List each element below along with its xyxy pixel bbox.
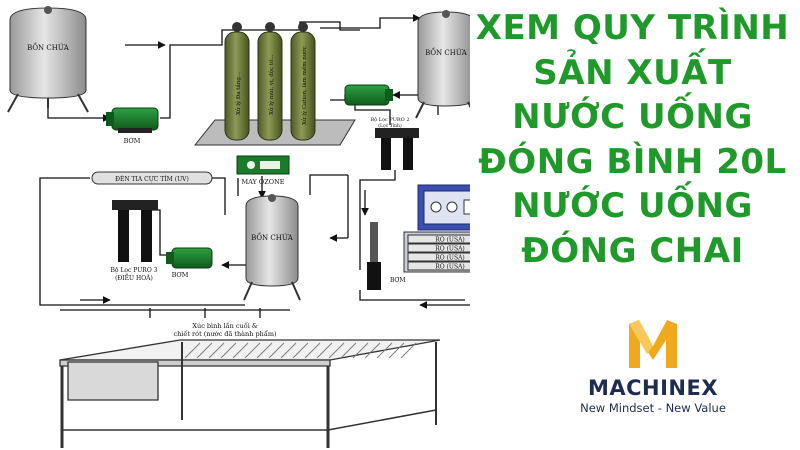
puro-2-sub: (Lọc Tinh) [378,122,402,129]
column-2-label: Xử lý mùi, vị, độc tố... [268,54,275,115]
ro-membrane-3: RO (USA) [407,252,470,262]
ozone-generator: MAY OZONE [236,155,290,186]
tank-1-label: BỒN CHỨA [27,42,70,52]
ro-pump: BƠM [367,222,405,290]
filter-column-2: Xử lý mùi, vị, độc tố... [257,22,283,141]
pump-1-label: BƠM [124,137,141,145]
brand-tagline: New Mindset - New Value [580,401,726,415]
ro-membrane-1: RO (USA) [407,234,470,244]
uv-label: ĐÈN TIA CỰC TÍM (UV) [115,175,189,183]
headline-line-5: NƯỚC UỐNG [512,186,753,226]
rinse-label: Xúc bình lần cuối & [192,321,257,330]
puro-3-sub: (ĐIỀU HOÀ) [115,273,153,282]
water-process-diagram: BỒN CHỨA BƠM Xử lý Đa tầng... Xử lý mùi,… [7,6,470,448]
puro-3-label: Bộ Lọc PURO 3 [111,267,158,274]
pump-2-label: BƠM [172,271,189,279]
ro-system: RO (USA) RO (USA) RO (USA) RO (USA) [403,184,470,273]
puro-2-label: Bộ Lọc PURO 2 [370,116,409,123]
column-3-label: Xử lý Cation, làm mềm nước [300,46,308,125]
puro-3-filter: Bộ Lọc PURO 3 (ĐIỀU HOÀ) [111,200,158,282]
pump-2 [344,84,393,106]
workbench [59,339,441,448]
brand-block: MACHINEX New Mindset - New Value [568,318,738,415]
headline-line-6: ĐÓNG CHAI [521,230,744,271]
ro-membrane-4: RO (USA) [407,261,470,271]
uv-lamp: ĐÈN TIA CỰC TÍM (UV) [91,171,213,185]
svg-text:RO (USA): RO (USA) [435,264,465,271]
tank-2-label: BỒN CHỨA [425,47,468,57]
tank-3: BỒN CHỨA [243,194,301,301]
pump-1: BƠM [106,107,159,145]
ro-membrane-2: RO (USA) [407,243,470,253]
pump-3-label: BƠM [390,277,405,284]
svg-text:RO (USA): RO (USA) [435,237,465,244]
puro-2-filter: Bộ Lọc PURO 2 (Lọc Tinh) [370,116,419,170]
headline: XEM QUY TRÌNH SẢN XUẤT NƯỚC UỐNG ĐÓNG BÌ… [470,6,795,273]
pump-3: BƠM [166,247,213,279]
filter-column-3: Xử lý Cation, làm mềm nước [290,22,316,141]
headline-line-1: XEM QUY TRÌNH [475,8,790,48]
ozone-label: MAY OZONE [241,178,284,186]
filter-column-1: Xử lý Đa tầng... [224,22,250,141]
tank-1: BỒN CHỨA [7,6,89,113]
fill-label: chiết rót (nước đã thành phẩm) [173,329,277,338]
brand-name: MACHINEX [587,376,719,400]
svg-text:RO (USA): RO (USA) [435,246,465,253]
headline-line-2: SẢN XUẤT [533,52,732,93]
tank-3-label: BỒN CHỨA [251,232,294,242]
headline-line-4: ĐÓNG BÌNH 20L [478,141,787,182]
machinex-logo-icon [629,320,677,368]
headline-line-3: NƯỚC UỐNG [512,97,753,137]
tank-2: BỒN CHỨA [415,10,470,119]
filter-columns: Xử lý Đa tầng... Xử lý mùi, vị, độc tố..… [193,22,356,146]
svg-text:RO (USA): RO (USA) [435,255,465,262]
column-1-label: Xử lý Đa tầng... [234,72,242,115]
pipes [39,14,470,318]
